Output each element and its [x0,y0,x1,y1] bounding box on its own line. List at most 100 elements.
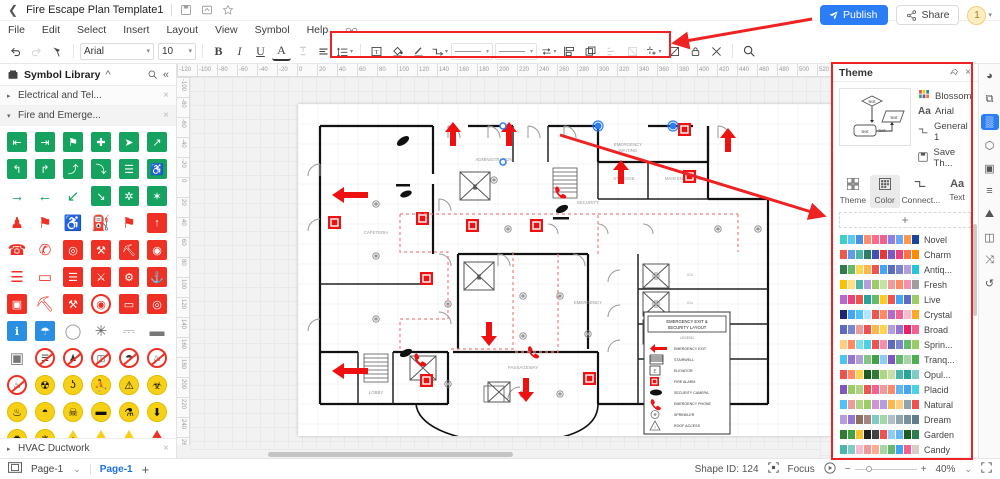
format-painter-icon[interactable] [48,42,67,61]
emergency-stair-sign[interactable]: ⤴ [62,158,84,180]
moving-parts-sign[interactable]: ✹ [6,428,28,438]
fire-hose-reel-sign[interactable]: ◎ [62,239,84,261]
library-section-electrical[interactable]: ▸ Electrical and Tel... × [0,86,176,106]
share-button[interactable]: Share [896,5,960,25]
group-icon[interactable] [581,42,600,61]
palette-scrollbar-thumb[interactable] [973,224,977,316]
add-palette-button[interactable]: + [839,212,971,228]
palette-row[interactable]: Charm [839,247,976,262]
menu-help[interactable]: Help [306,24,329,36]
arrow-right-green[interactable]: → [6,185,28,207]
theme-meta-connector[interactable]: General 1 [918,121,971,143]
zoom-in-button[interactable]: + [920,463,927,475]
first-aid-sign[interactable]: ✚ [90,131,112,153]
menu-layout[interactable]: Layout [166,24,198,36]
fill-bucket-icon[interactable] [388,42,407,61]
sprinkler-spray-icon[interactable]: ✳ [90,320,112,342]
emergency-info-sign[interactable]: ℹ [6,320,28,342]
palette-row[interactable]: Garden [839,427,976,442]
palette-row[interactable]: Tranq... [839,352,976,367]
close-icon[interactable]: × [163,90,169,101]
theme-meta-palette[interactable]: Blossom [918,90,971,102]
no-water-sign[interactable]: ☂ [118,347,140,369]
page-tab-page1[interactable]: Page-1 [99,463,133,475]
scrollbar-thumb[interactable] [268,452,513,457]
fire-hook-sign[interactable]: ⚔ [90,266,112,288]
person-alarm-icon[interactable]: ♟ [6,212,28,234]
palette-row[interactable]: Bloss... [839,457,976,458]
no-flame-sign[interactable]: ♨ [6,374,28,396]
phone-handset-icon[interactable]: ✆ [34,239,56,261]
theme-meta-font[interactable]: Aa Arial [918,106,971,117]
presentation-icon[interactable]: ▣ [984,162,995,175]
ladder-sign[interactable]: ☰ [118,158,140,180]
zoom-knob[interactable] [865,465,872,472]
menu-select[interactable]: Select [77,24,107,36]
double-chevron-left-icon[interactable]: « [162,68,169,81]
search-icon[interactable] [739,42,758,61]
close-icon[interactable]: × [163,443,169,454]
palette-row[interactable]: Dream [839,412,976,427]
glasses-icon[interactable] [345,26,358,35]
focus-icon[interactable] [767,462,779,476]
palette-row[interactable]: Crystal [839,307,976,322]
fire-extinguisher-icon[interactable]: ⛽ [90,212,112,234]
line-weight-dropdown[interactable]: ▾ [495,42,537,60]
theme-icon[interactable]: ▒ [980,114,999,130]
save-icon[interactable] [180,4,192,16]
fire-monitor-sign[interactable]: ⛏ [118,239,140,261]
slip-hazard-sign[interactable]: ⛹ [90,374,112,396]
fire-damper-icon[interactable]: ▣ [6,347,28,369]
emergency-telephone-icon[interactable]: ☎ [6,239,28,261]
distribute-icon[interactable] [602,42,621,61]
page-panel-icon[interactable] [7,462,23,476]
toxic-sign[interactable]: ☠ [62,401,84,423]
arrow-left-green[interactable]: ← [34,185,56,207]
exit-arrow-sign[interactable]: ➤ [118,131,140,153]
chevron-up-icon[interactable]: ^ [105,68,111,81]
fire-hydrant-icon[interactable]: ⚑ [118,212,140,234]
radio-waves-hazard-sign[interactable]: ʖ [62,374,84,396]
fire-alarm-pull-sign[interactable]: ↑ [146,212,168,234]
standpipe-icon[interactable]: ☰ [6,266,28,288]
biohazard-sign[interactable]: ☣ [146,374,168,396]
align-left-icon[interactable] [314,42,333,61]
assembly-point-2-sign[interactable]: ✶ [146,185,168,207]
menu-insert[interactable]: Insert [123,24,150,36]
layer-icon[interactable] [623,42,642,61]
palette-row[interactable]: Antiq... [839,262,976,277]
library-section-fire[interactable]: ▾ Fire and Emerge... × [0,106,176,126]
pin-icon[interactable] [949,68,959,78]
general-warning-triangle[interactable]: ! [62,428,84,438]
fire-pump-sign[interactable]: ⚙ [118,266,140,288]
text-box-icon[interactable]: T [367,42,386,61]
connector-icon[interactable]: ▾ [430,42,449,61]
horizontal-scrollbar[interactable] [190,449,819,458]
arrow-down-right-green[interactable]: ↘ [90,185,112,207]
tools-icon[interactable] [707,42,726,61]
fire-alarm-box-sign[interactable]: ▣ [6,293,28,315]
vehicle-hazard-sign[interactable]: ▬ [90,401,112,423]
play-circle-icon[interactable] [824,461,836,477]
layers-icon[interactable]: ⬡ [984,139,995,152]
zoom-level-label[interactable]: 40% [935,463,956,475]
theme-preview-thumbnail[interactable]: text text text text [839,88,911,146]
corrosive-sign[interactable]: ⚗ [118,401,140,423]
exit-left-sign[interactable]: ⇤ [6,131,28,153]
crop-icon[interactable] [665,42,684,61]
export-icon[interactable] [201,4,213,16]
fire-tools-sign[interactable]: ⚒ [62,293,84,315]
exit-right-sign[interactable]: ⇥ [34,131,56,153]
menu-view[interactable]: View [215,24,238,36]
image-icon[interactable]: ⛰ [984,207,995,220]
trip-hazard-sign[interactable]: ⚠ [118,374,140,396]
undo-icon[interactable] [6,42,25,61]
shuffle-icon[interactable]: ⤨ [985,253,994,266]
palette-row[interactable]: Placid [839,382,976,397]
flammable-sign[interactable]: ♨ [6,401,28,423]
search-icon[interactable] [147,69,158,80]
assembly-point-sign[interactable]: ✲ [118,185,140,207]
duct-segment-icon[interactable]: ▬ [146,320,168,342]
theme-meta-save[interactable]: Save Th... [918,147,971,169]
